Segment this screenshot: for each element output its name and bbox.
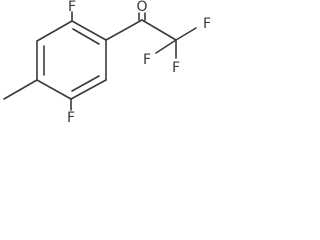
ring-double-bond-c5-c6 [71,75,100,92]
atom-fluorine-cf3-left: F [143,52,151,68]
bond-methyl [3,79,38,100]
atom-fluorine-cf3-right: F [203,16,211,32]
ring-bond-c5-c6 [70,79,107,100]
ring-bond-c1-c2 [71,20,107,41]
bond-cf3-fluorine-right [175,27,197,41]
atom-oxygen-carbonyl: O [136,0,147,15]
ring-bond-c2-c3 [36,20,73,42]
benzene-ring [36,20,107,100]
atom-fluorine-cf3-bottom: F [172,60,180,76]
ring-bond-c4-c5 [36,79,72,100]
ring-double-bond-c1-c2 [72,28,100,45]
bond-carbonyl-cf3 [141,19,177,41]
atom-fluorine-ring-top: F [68,0,76,15]
bond-cf3-fluorine-left [155,39,177,54]
atom-fluorine-ring-bottom: F [67,110,75,126]
chemical-structure: F F O F F F [3,0,211,126]
bond-ring-carbonyl [105,19,143,41]
